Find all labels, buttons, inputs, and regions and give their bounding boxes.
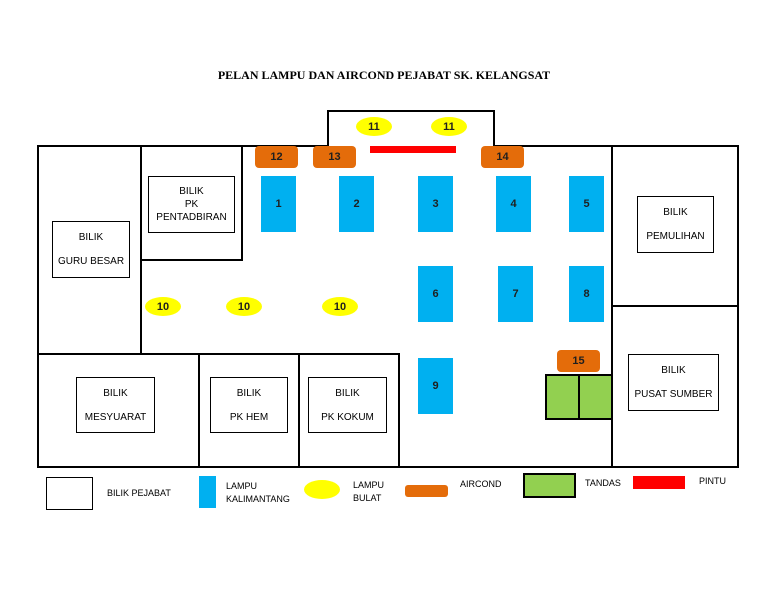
aircond-14: 14 [481,146,524,168]
legend-pintu-label: PINTU [699,476,726,486]
legend-lampu-kalimantang-swatch [199,476,216,508]
aircond-15: 15 [557,350,600,372]
entrance-alcove [327,110,495,147]
lampu-kalimantang-8: 8 [569,266,604,322]
legend-pintu-swatch [633,476,685,489]
lampu-kalimantang-7: 7 [498,266,533,322]
legend-lampu-kalimantang-label: LAMPU KALIMANTANG [226,481,290,504]
tandas-right [578,374,613,420]
lampu-kalimantang-3: 3 [418,176,453,232]
legend-tandas-label: TANDAS [585,478,621,488]
lampu-kalimantang-9: 9 [418,358,453,414]
tandas-left [545,374,580,420]
legend-tandas-swatch [523,473,576,498]
aircond-13: 13 [313,146,356,168]
lampu-kalimantang-1: 1 [261,176,296,232]
lampu-kalimantang-4: 4 [496,176,531,232]
legend-aircond-swatch [405,485,448,497]
lampu-kalimantang-6: 6 [418,266,453,322]
lampu-bulat-10a: 10 [145,297,181,316]
legend-bilik-pejabat-label: BILIK PEJABAT [107,488,171,498]
plan-title: PELAN LAMPU DAN AIRCOND PEJABAT SK. KELA… [217,68,551,82]
lampu-kalimantang-2: 2 [339,176,374,232]
legend-bilik-pejabat-swatch [46,477,93,510]
lampu-bulat-10c: 10 [322,297,358,316]
legend-lampu-bulat-swatch [304,480,340,499]
aircond-12: 12 [255,146,298,168]
main-door [370,146,456,153]
legend-lampu-bulat-label: LAMPU BULAT [353,480,385,503]
lampu-bulat-11b: 11 [431,117,467,136]
legend-aircond-label: AIRCOND [460,479,502,489]
lampu-kalimantang-5: 5 [569,176,604,232]
lampu-bulat-11a: 11 [356,117,392,136]
lampu-bulat-10b: 10 [226,297,262,316]
